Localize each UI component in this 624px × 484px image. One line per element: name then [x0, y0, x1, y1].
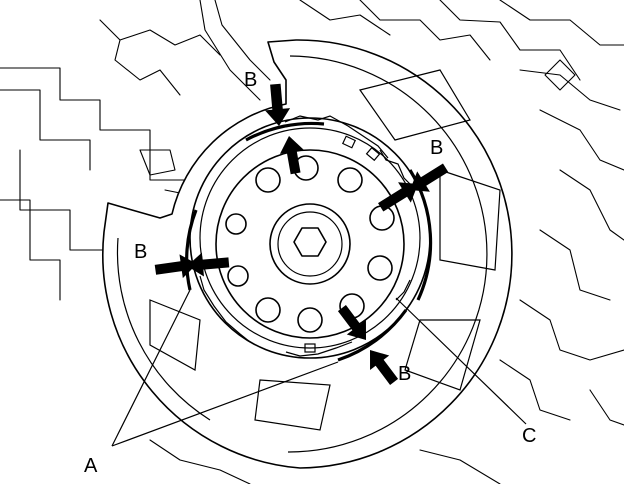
hub-bolt-holes	[225, 155, 395, 333]
callout-b-right: B	[430, 137, 443, 159]
leader-a-bottom	[111, 361, 339, 447]
seal-strips	[185, 121, 433, 362]
arrow-top-outer	[264, 83, 291, 126]
seal-strip-left-arc	[185, 209, 198, 291]
hub-flange	[215, 149, 405, 339]
callout-b-bottom: B	[398, 363, 411, 385]
arrow-left-inner	[154, 254, 197, 279]
leader-a-left	[111, 289, 191, 447]
arrow-right-outer	[378, 182, 418, 212]
arrow-top-inner	[279, 136, 304, 175]
arrow-bottom-outer	[370, 350, 399, 385]
callout-a: A	[84, 455, 98, 477]
arrow-bottom-inner	[337, 305, 366, 340]
callout-c: C	[522, 425, 536, 447]
leader-lines	[111, 289, 527, 447]
seal-strip-lower-arc	[337, 309, 408, 362]
callout-b-top: B	[244, 69, 257, 91]
arrow-left-outer	[187, 252, 230, 277]
callout-b-left: B	[134, 241, 147, 263]
arrow-right-inner	[410, 163, 449, 192]
direction-arrows	[154, 83, 449, 385]
leader-c	[395, 297, 527, 425]
seal-strip-upper-arc	[245, 121, 325, 142]
callout-labels: B B B B A C	[84, 69, 536, 477]
